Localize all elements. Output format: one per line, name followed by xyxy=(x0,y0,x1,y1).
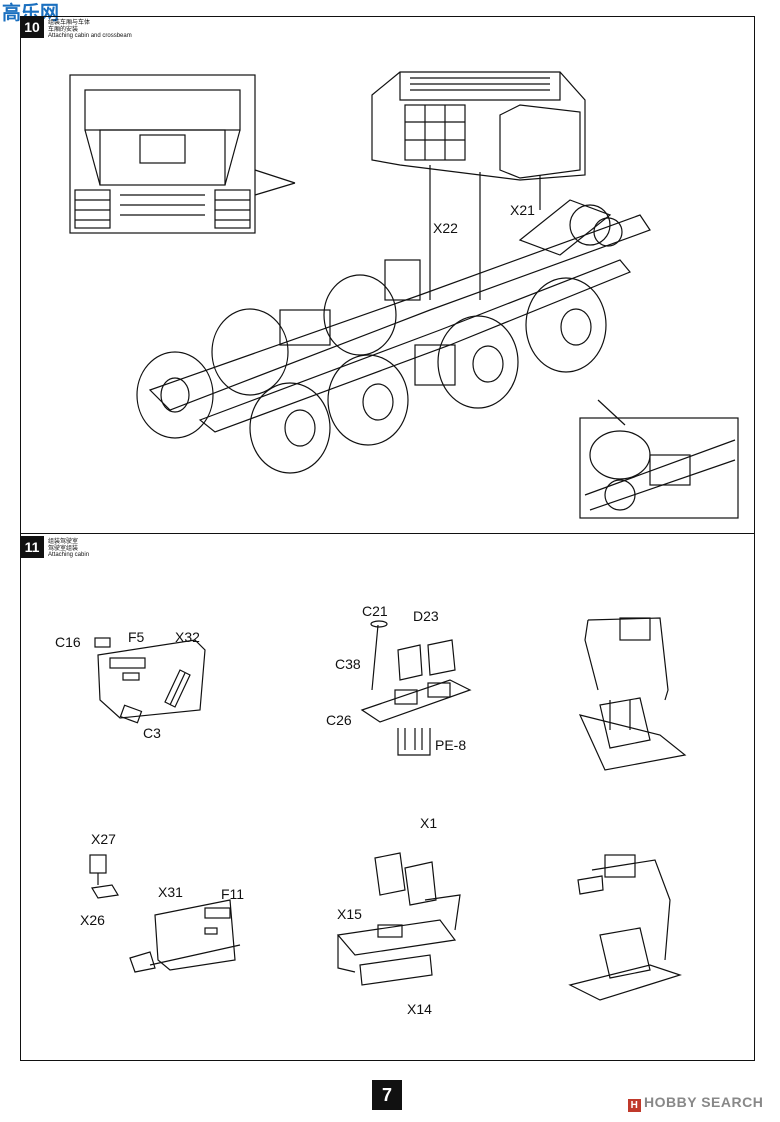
callout-d23: D23 xyxy=(413,608,439,624)
rear-wall-part xyxy=(129,899,241,973)
chassis-detail-inset xyxy=(579,399,739,519)
callout-c3: C3 xyxy=(143,725,161,741)
step-10-title-cn-1: 组装车厢与车体 xyxy=(48,19,91,26)
step-10-title-en: Attaching cabin and crossbeam xyxy=(48,33,132,39)
step-10-title-cn-2: 车厢的安装 xyxy=(48,26,79,33)
callout-x15: X15 xyxy=(337,906,362,922)
assembled-cabin-view-2 xyxy=(568,854,682,1001)
truck-wheels xyxy=(136,274,607,474)
step-10-number: 10 xyxy=(20,16,44,38)
page-number: 7 xyxy=(372,1080,402,1110)
callout-x21: X21 xyxy=(510,202,535,218)
seat-assembly-part xyxy=(360,620,472,756)
callout-x26: X26 xyxy=(80,912,105,928)
step-11-title-en: Attaching cabin xyxy=(48,552,90,558)
seat-base-part xyxy=(336,852,461,986)
cabin-underside-inset xyxy=(69,74,296,234)
logo-glyph-icon: 高乐网 xyxy=(2,1,59,24)
watermark-text: HOBBY SEARCH xyxy=(644,1094,764,1110)
hobby-search-logo-icon: H xyxy=(628,1099,641,1112)
bracket-parts xyxy=(89,854,119,899)
callout-c38: C38 xyxy=(335,656,361,672)
callout-x31: X31 xyxy=(158,884,183,900)
step-11-title: 组装驾驶室 驾驶室组装 Attaching cabin xyxy=(48,538,89,559)
logo-text: 高乐网 xyxy=(2,1,59,24)
assembled-cabin-view-1 xyxy=(578,617,687,771)
step-10-title: 组装车厢与车体 车厢的安装 Attaching cabin and crossb… xyxy=(48,19,132,40)
callout-c21: C21 xyxy=(362,603,388,619)
callout-f11: F11 xyxy=(221,886,245,902)
callout-pe8: PE-8 xyxy=(435,737,467,753)
callout-x1: X1 xyxy=(420,815,438,831)
callout-f5: F5 xyxy=(128,629,145,645)
site-logo: 高乐网 xyxy=(0,0,80,34)
callout-x22: X22 xyxy=(433,220,458,236)
callout-x27: X27 xyxy=(91,831,116,847)
callout-x32: X32 xyxy=(175,629,200,645)
cabin-body xyxy=(371,71,586,300)
step-divider xyxy=(20,533,755,534)
truck-chassis xyxy=(148,199,651,433)
dashboard-panel-part xyxy=(94,637,206,724)
step-11-title-cn-2: 驾驶室组装 xyxy=(48,545,79,552)
step-11-title-cn-1: 组装驾驶室 xyxy=(48,538,79,545)
callout-c16: C16 xyxy=(55,634,81,650)
callout-x14: X14 xyxy=(407,1001,432,1017)
step-11-number: 11 xyxy=(20,536,44,558)
callout-c26: C26 xyxy=(326,712,352,728)
